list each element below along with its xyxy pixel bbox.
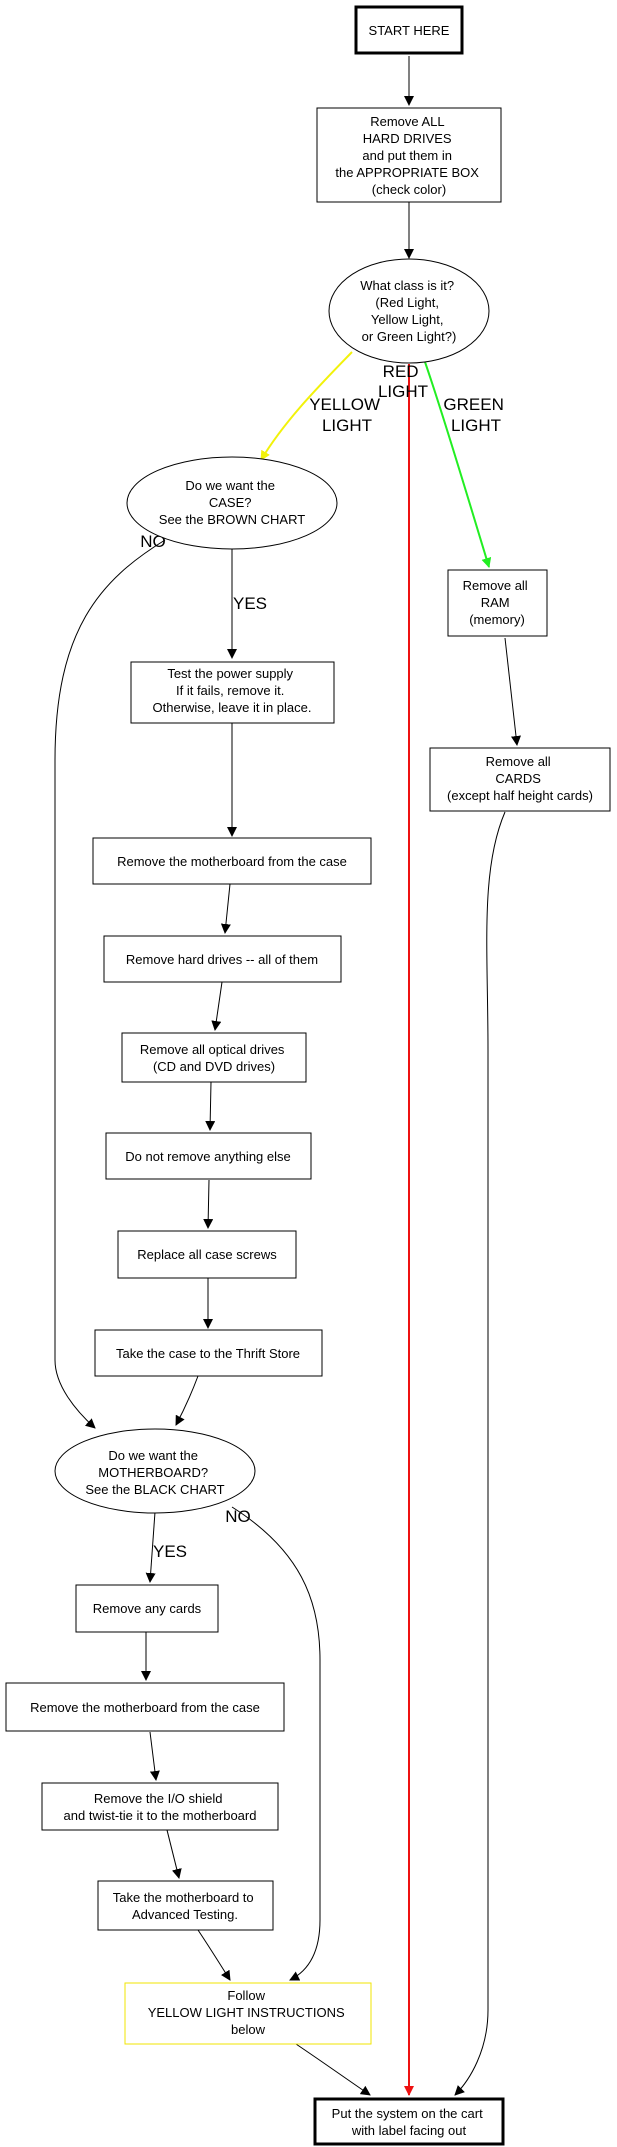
edge-mb-no xyxy=(231,1506,321,1981)
node-want-case: Do we want the CASE? See the BROWN CHART xyxy=(126,456,338,550)
node-remove-cards-green: Remove all CARDS (except half height car… xyxy=(429,747,611,812)
svg-text:Take the case to the Thrift St: Take the case to the Thrift Store xyxy=(116,1346,300,1361)
svg-text:Put the system on the cart: Put the system on the cart with label fa… xyxy=(332,2106,487,2138)
node-remove-ram: Remove all RAM (memory) xyxy=(447,569,548,637)
svg-text:Remove the motherboard from th: Remove the motherboard from the case xyxy=(117,854,347,869)
svg-text:Remove hard drives -- all of t: Remove hard drives -- all of them xyxy=(126,952,318,967)
node-what-class: What class is it? (Red Light, Yellow Lig… xyxy=(328,258,490,364)
svg-text:Remove all CARDS (: Remove all CARDS (except half height car… xyxy=(447,754,593,803)
node-replace-case-screws: Replace all case screws xyxy=(117,1230,297,1279)
svg-text:Remove the I/O shield an: Remove the I/O shield and twist-tie it t… xyxy=(64,1791,257,1823)
node-remove-hard-drives-all: Remove hard drives -- all of them xyxy=(103,935,342,983)
edge-label-case-yes: YES xyxy=(233,594,267,613)
edge-yellow-light xyxy=(260,351,353,461)
edge-thrift-to-mb xyxy=(175,1375,199,1426)
node-follow-yellow-instructions: Follow YELLOW LIGHT INSTRUCTIONS below xyxy=(124,1982,372,2045)
svg-text:Remove all RAM (me: Remove all RAM (memory) xyxy=(463,578,532,627)
svg-text:What class is it? (Red L: What class is it? (Red Light, Yellow Lig… xyxy=(360,278,458,344)
edge-follow-to-cart xyxy=(289,2039,371,2096)
svg-text:Remove ALL HARD DRIVES: Remove ALL HARD DRIVES and put them in t… xyxy=(335,114,482,197)
node-test-power-supply: Test the power supply If it fails, remov… xyxy=(130,661,335,724)
svg-text:Follow YELLOW LIGHT INST: Follow YELLOW LIGHT INSTRUCTIONS below xyxy=(148,1988,349,2037)
node-remove-optical-drives: Remove all optical drives (CD and DVD dr… xyxy=(121,1032,307,1083)
node-remove-any-cards: Remove any cards xyxy=(75,1584,219,1633)
edge-labels: YELLOW LIGHT RED LIGHT GREEN LIGHT NO YE… xyxy=(140,362,508,1561)
edge-optical-to-donot xyxy=(205,1081,216,1131)
svg-text:Do we want the CASE?: Do we want the CASE? See the BROWN CHART xyxy=(159,478,305,527)
node-advanced-testing: Take the motherboard to Advanced Testing… xyxy=(97,1880,274,1931)
node-put-system-on-cart: Put the system on the cart with label fa… xyxy=(313,2097,505,2146)
svg-text:Replace all case screws: Replace all case screws xyxy=(137,1247,277,1262)
node-start-here: START HERE xyxy=(354,5,464,55)
svg-text:START HERE: START HERE xyxy=(369,23,450,38)
node-remove-all-hard-drives: Remove ALL HARD DRIVES and put them in t… xyxy=(316,107,502,203)
edge-mb-yes xyxy=(145,1511,156,1583)
svg-text:Remove any cards: Remove any cards xyxy=(93,1601,202,1616)
edge-hd-to-optical xyxy=(211,981,223,1031)
edge-cards-to-cart xyxy=(454,811,506,2096)
node-want-motherboard: Do we want the MOTHERBOARD? See the BLAC… xyxy=(54,1428,256,1514)
node-remove-motherboard-case-1: Remove the motherboard from the case xyxy=(92,837,372,885)
svg-text:Test the power supply If: Test the power supply If it fails, remov… xyxy=(153,666,312,715)
svg-text:Do we want the MOTHERBOA: Do we want the MOTHERBOARD? See the BLAC… xyxy=(85,1448,224,1497)
edge-green-light xyxy=(424,361,492,568)
node-remove-io-shield: Remove the I/O shield and twist-tie it t… xyxy=(41,1782,279,1831)
edge-label-red-light: RED LIGHT xyxy=(378,362,428,401)
edges xyxy=(54,56,521,2096)
svg-text:Do not remove anything else: Do not remove anything else xyxy=(125,1149,290,1164)
edge-label-mb-yes: YES xyxy=(153,1542,187,1561)
node-do-not-remove: Do not remove anything else xyxy=(105,1132,312,1180)
edge-advanced-to-follow xyxy=(197,1929,231,1981)
edge-label-green-light: GREEN LIGHT xyxy=(443,395,508,435)
edge-case-no xyxy=(54,539,166,1429)
edge-mb2-to-io xyxy=(149,1731,160,1781)
svg-text:Remove all optical drives: Remove all optical drives (CD and DVD dr… xyxy=(140,1042,288,1074)
node-thrift-store: Take the case to the Thrift Store xyxy=(94,1329,323,1377)
svg-text:Remove the motherboard from th: Remove the motherboard from the case xyxy=(30,1700,260,1715)
edge-donot-to-screws xyxy=(203,1179,214,1229)
edge-ram-to-cards xyxy=(504,637,521,746)
edge-label-yellow-light: YELLOW LIGHT xyxy=(309,395,385,435)
edge-io-to-advanced xyxy=(166,1829,182,1879)
svg-text:Take the motherboard to: Take the motherboard to Advanced Testing… xyxy=(113,1890,258,1922)
edge-mb-to-hd xyxy=(220,883,231,934)
node-remove-motherboard-case-2: Remove the motherboard from the case xyxy=(5,1682,285,1732)
edge-label-mb-no: NO xyxy=(225,1507,251,1526)
